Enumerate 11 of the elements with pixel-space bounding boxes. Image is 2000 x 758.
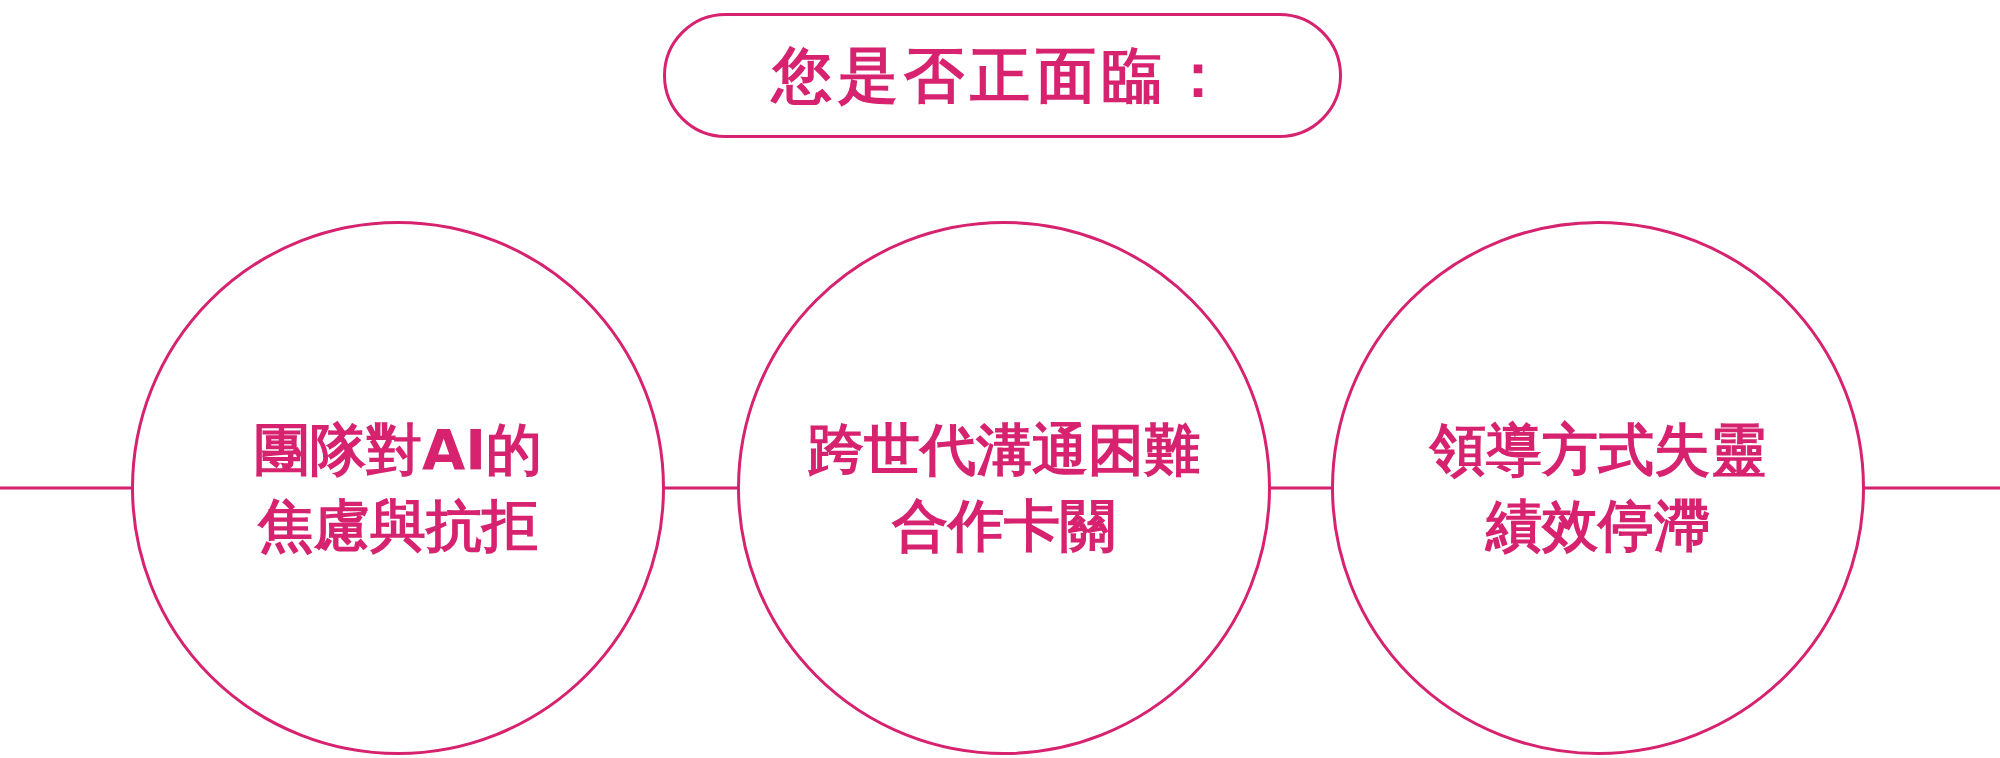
circle-text: 跨世代溝通困難合作卡關 bbox=[807, 416, 1201, 560]
connector-line bbox=[1865, 486, 2000, 490]
circle-text: 領導方式失靈績效停滯 bbox=[1427, 416, 1767, 560]
title-text: 您是否正面臨： bbox=[771, 39, 1234, 112]
circle-node bbox=[737, 221, 1271, 755]
connector-line bbox=[665, 486, 737, 490]
circle-text: 團隊對AI的焦慮與抗拒 bbox=[252, 416, 544, 560]
connector-line bbox=[0, 486, 131, 490]
circle-node bbox=[131, 221, 665, 755]
circle-node bbox=[1331, 221, 1865, 755]
connector-line bbox=[1271, 486, 1331, 490]
